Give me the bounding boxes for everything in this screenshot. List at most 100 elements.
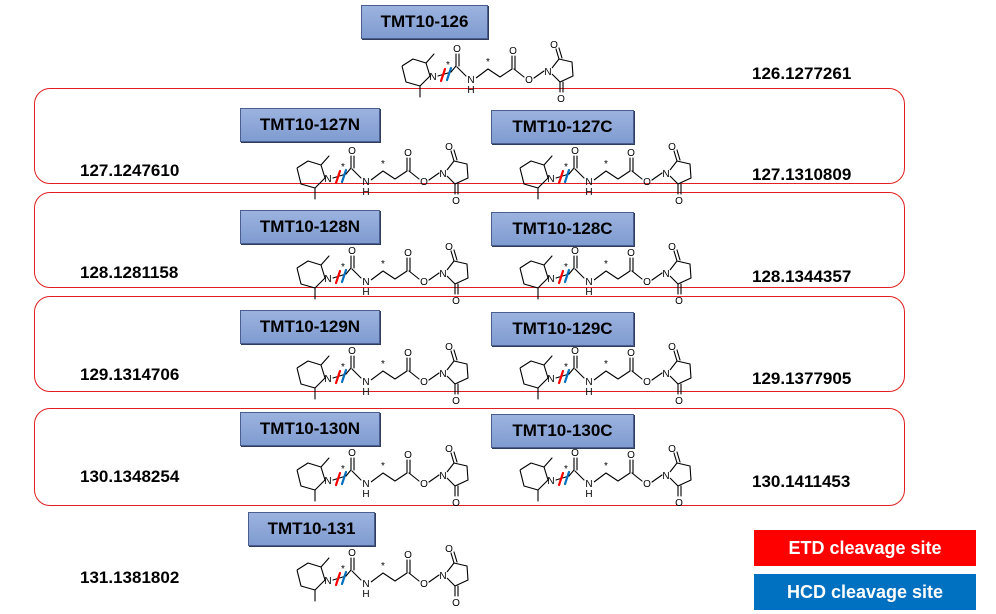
mass-128c: 128.1344357: [752, 267, 852, 286]
oxygen-label: O: [348, 346, 356, 357]
carbonyl-bond: [676, 349, 681, 361]
alkyl-chain: [370, 572, 408, 583]
tag-tmt10-130n: TMT10-130N: [240, 412, 380, 446]
succinimide-ring: [446, 360, 469, 385]
oxygen-label: O: [452, 598, 460, 609]
bond-line: [533, 70, 545, 79]
methyl-bond: [543, 155, 553, 166]
piperidine-ring: [296, 160, 326, 189]
oxygen-label: O: [348, 448, 356, 459]
bond-line: [631, 370, 643, 380]
etd-cleavage-mark: [557, 269, 565, 285]
tag-tmt10-129c: TMT10-129C: [491, 312, 634, 346]
nitrogen-label: N: [439, 571, 446, 582]
hydrogen-label: H: [362, 387, 369, 398]
oxygen-label: O: [571, 448, 579, 459]
methyl-bond: [320, 155, 330, 166]
mass-126: 126.1277261: [752, 64, 852, 83]
isotope-star: *: [604, 259, 608, 270]
group-130-outline: [34, 408, 905, 506]
nitrogen-label: N: [362, 177, 369, 188]
mass-127c: 127.1310809: [752, 165, 852, 184]
carbonyl-bond: [453, 551, 458, 563]
isotope-star: *: [604, 359, 608, 370]
carbonyl-bond: [453, 451, 458, 463]
bond-line: [651, 172, 663, 181]
nitrogen-label: N: [547, 374, 554, 385]
nitrogen-label: N: [662, 369, 669, 380]
oxygen-label: O: [445, 444, 453, 455]
bond-line: [574, 268, 585, 279]
succinimide-ring: [669, 360, 692, 385]
carbonyl-bond: [673, 150, 678, 162]
methyl-bond: [543, 255, 553, 266]
isotope-star: *: [381, 561, 385, 572]
bond-line: [568, 469, 575, 477]
bond-line: [351, 470, 362, 481]
oxygen-label: O: [420, 579, 428, 590]
bond-line: [428, 172, 440, 181]
succinimide-ring: [446, 160, 469, 185]
bond-line: [408, 170, 420, 180]
isotope-star: *: [341, 564, 345, 575]
oxygen-label: O: [420, 277, 428, 288]
carbonyl-bond: [676, 149, 681, 161]
hydrogen-label: H: [585, 187, 592, 198]
isotope-star: *: [341, 362, 345, 373]
oxygen-label: O: [445, 342, 453, 353]
tag-tmt10-130c: TMT10-130C: [491, 414, 634, 448]
oxygen-label: O: [557, 94, 565, 105]
piperidine-ring: [519, 360, 549, 389]
alkyl-chain: [475, 68, 513, 79]
bond-line: [428, 372, 440, 381]
piperidine-ring: [519, 160, 549, 189]
bond-line: [651, 272, 663, 281]
mass-130n: 130.1348254: [80, 467, 180, 486]
carbonyl-bond: [453, 349, 458, 361]
oxygen-label: O: [420, 377, 428, 388]
isotope-star: *: [341, 162, 345, 173]
bond-line: [408, 472, 420, 482]
etd-cleavage-mark: [334, 369, 342, 385]
oxygen-label: O: [404, 248, 412, 259]
oxygen-label: O: [404, 450, 412, 461]
oxygen-label: O: [675, 498, 683, 509]
bond-line: [345, 167, 352, 175]
methyl-bond: [320, 457, 330, 468]
mass-129c: 129.1377905: [752, 369, 852, 388]
hcd-cleavage-mark: [563, 368, 571, 384]
isotope-star: *: [604, 159, 608, 170]
oxygen-label: O: [452, 396, 460, 407]
carbonyl-bond: [450, 452, 455, 464]
nitrogen-label: N: [324, 476, 331, 487]
oxygen-label: O: [420, 479, 428, 490]
carbonyl-bond: [450, 150, 455, 162]
alkyl-chain: [593, 170, 631, 181]
alkyl-chain: [593, 270, 631, 281]
carbonyl-bond: [673, 250, 678, 262]
oxygen-label: O: [627, 248, 635, 259]
nitrogen-label: N: [662, 169, 669, 180]
nitrogen-label: N: [585, 177, 592, 188]
oxygen-label: O: [627, 450, 635, 461]
isotope-star: *: [564, 162, 568, 173]
isotope-star: *: [604, 461, 608, 472]
bond-line: [568, 367, 575, 375]
isotope-star: *: [341, 262, 345, 273]
mass-128n: 128.1281158: [80, 263, 179, 282]
hcd-cleavage-mark: [340, 570, 348, 586]
hydrogen-label: H: [362, 489, 369, 500]
piperidine-ring: [296, 360, 326, 389]
piperidine-ring: [296, 260, 326, 289]
nitrogen-label: N: [324, 274, 331, 285]
bond-line: [631, 170, 643, 180]
nitrogen-label: N: [324, 576, 331, 587]
bond-line: [428, 272, 440, 281]
tag-tmt10-127n: TMT10-127N: [240, 108, 380, 142]
oxygen-label: O: [452, 296, 460, 307]
carbonyl-bond: [453, 149, 458, 161]
